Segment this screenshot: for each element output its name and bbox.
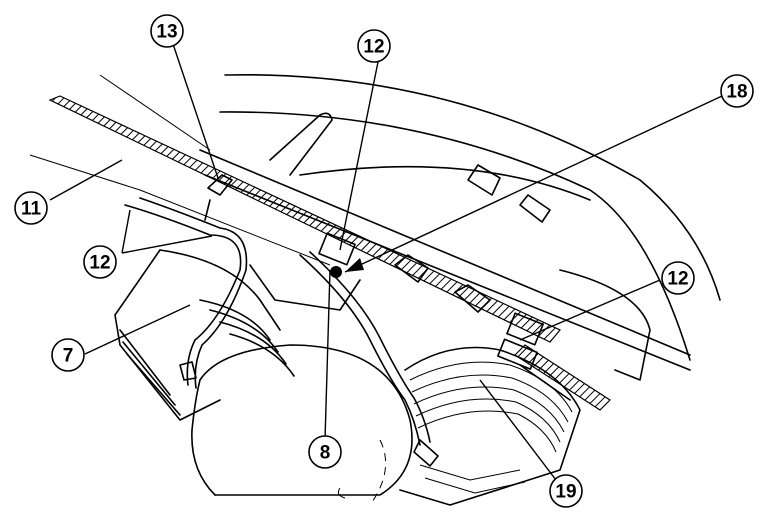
callout-13: 13 [150, 14, 184, 48]
svg-text:12: 12 [89, 253, 110, 274]
callout-11: 11 [14, 191, 48, 225]
callout-12-left: 12 [83, 245, 117, 279]
engine-cylinder [114, 249, 361, 421]
tape-marks [318, 232, 544, 370]
svg-text:12: 12 [363, 37, 384, 58]
svg-text:11: 11 [21, 199, 42, 220]
callout-7: 7 [51, 338, 85, 372]
hoses [124, 197, 439, 467]
callout-12-right: 12 [661, 261, 695, 295]
callout-19: 19 [549, 474, 583, 508]
tube-holders [394, 164, 551, 313]
engine-cover [191, 344, 413, 506]
svg-text:19: 19 [555, 482, 576, 503]
callout-12-top: 12 [357, 29, 391, 63]
tank-outline [219, 73, 721, 381]
connector-18 [330, 266, 342, 278]
svg-text:13: 13 [156, 22, 177, 43]
svg-text:7: 7 [63, 346, 74, 367]
callout-8: 8 [308, 435, 342, 469]
callout-18: 18 [720, 74, 754, 108]
wire-harness [29, 74, 611, 411]
svg-text:18: 18 [726, 82, 747, 103]
svg-text:8: 8 [320, 443, 331, 464]
svg-text:12: 12 [667, 269, 688, 290]
clamp-13 [204, 174, 233, 221]
frame-tube [199, 112, 691, 371]
engine-right-cylinder [399, 346, 581, 506]
leader-lines [49, 43, 723, 481]
